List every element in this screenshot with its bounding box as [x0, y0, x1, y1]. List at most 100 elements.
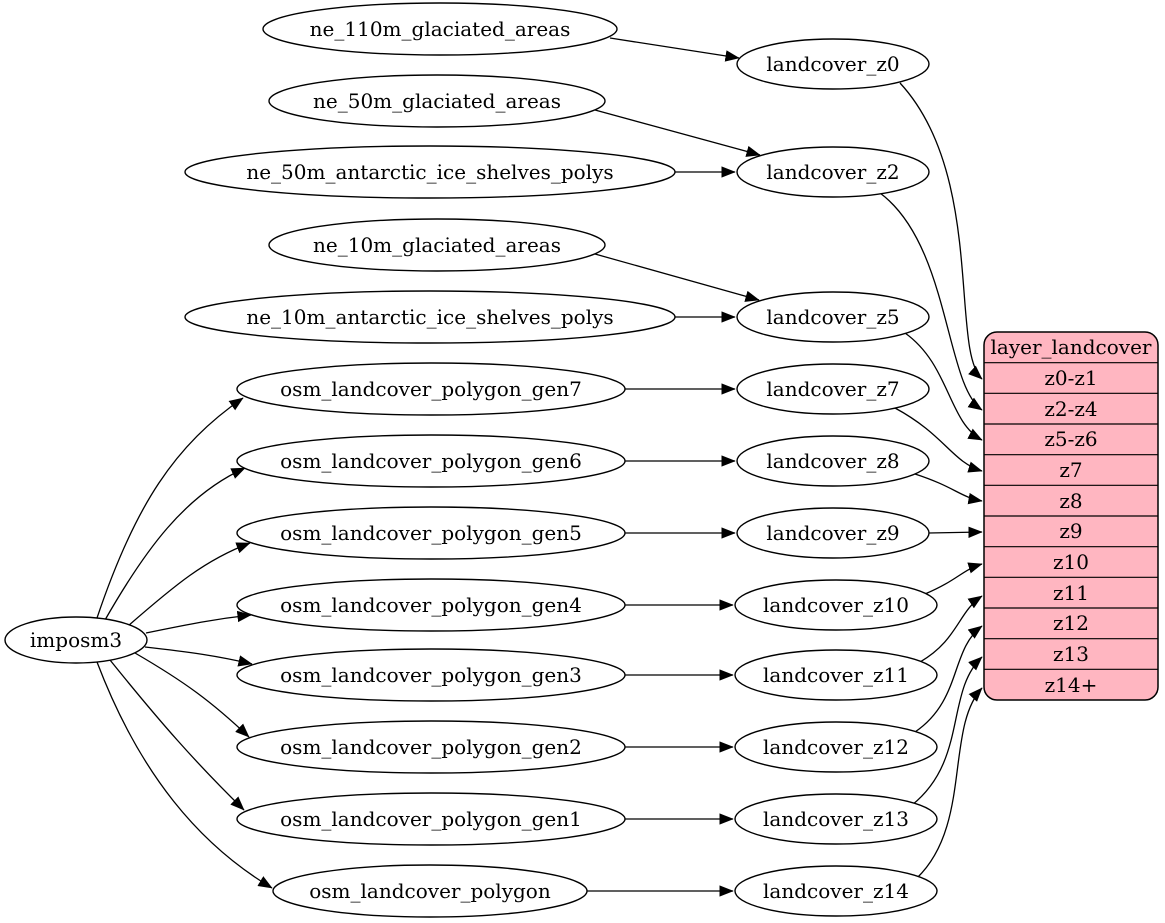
node-landcover-z7: landcover_z7	[736, 363, 930, 415]
node-landcover-z8: landcover_z8	[736, 435, 930, 487]
node-landcover-z10: landcover_z10	[734, 579, 938, 631]
node-osm-landcover-polygon-gen2: osm_landcover_polygon_gen2	[236, 720, 626, 774]
node-ne-10m-antarctic-ice-shelves-polys: ne_10m_antarctic_ice_shelves_polys	[184, 290, 676, 344]
node-osm-landcover-polygon-gen6-label: osm_landcover_polygon_gen6	[280, 449, 582, 473]
node-osm-landcover-polygon-gen1: osm_landcover_polygon_gen1	[236, 792, 626, 846]
node-osm-landcover-polygon-gen4: osm_landcover_polygon_gen4	[236, 578, 626, 632]
edges	[96, 37, 983, 897]
node-osm-landcover-polygon-gen3-label: osm_landcover_polygon_gen3	[280, 663, 582, 687]
node-ne-50m-glaciated-areas-ellipse	[268, 74, 606, 128]
node-osm-landcover-polygon-gen6: osm_landcover_polygon_gen6	[236, 434, 626, 488]
node-landcover-z9-ellipse	[736, 507, 930, 559]
node-osm-landcover-polygon-gen2-label: osm_landcover_polygon_gen2	[280, 735, 582, 759]
edge-ne10m-glaciated-to-z5	[594, 253, 760, 302]
edge-z2-to-row-z2-z4	[879, 192, 983, 411]
node-landcover-z2-ellipse	[736, 146, 930, 198]
node-ne-50m-antarctic-ice-shelves-polys-ellipse	[184, 145, 676, 199]
node-landcover-z13-label: landcover_z13	[763, 807, 909, 831]
node-landcover-z13-ellipse	[734, 793, 938, 845]
node-landcover-z9-label: landcover_z9	[766, 521, 899, 545]
node-landcover-z9: landcover_z9	[736, 507, 930, 559]
edge-imposm3-to-gen7	[96, 397, 244, 619]
node-landcover-z11-ellipse	[734, 649, 938, 701]
layer-landcover-table: layer_landcover z0-z1 z2-z4 z5-z6 z7 z8 …	[983, 331, 1159, 701]
edge-imposm3-to-gen5	[127, 542, 251, 627]
node-ne-110m-glaciated-areas-ellipse	[262, 2, 618, 56]
layer-row-z10: z10	[1053, 550, 1089, 574]
edge-imposm3-to-gen3	[144, 646, 253, 667]
edge-z10-to-row-z10	[924, 562, 983, 595]
edge-z14-to-row-z14	[916, 687, 983, 879]
node-osm-landcover-polygon-gen5-ellipse	[236, 506, 626, 560]
node-ne-50m-glaciated-areas: ne_50m_glaciated_areas	[268, 74, 606, 128]
node-ne-50m-antarctic-ice-shelves-polys: ne_50m_antarctic_ice_shelves_polys	[184, 145, 676, 199]
node-ne-110m-glaciated-areas: ne_110m_glaciated_areas	[262, 2, 618, 56]
node-osm-landcover-polygon-gen5-label: osm_landcover_polygon_gen5	[280, 521, 582, 545]
node-ne-10m-antarctic-ice-shelves-polys-ellipse	[184, 290, 676, 344]
edge-z13-to-row-z13	[911, 656, 983, 806]
node-landcover-z12: landcover_z12	[734, 721, 938, 773]
node-landcover-z14-ellipse	[734, 865, 938, 917]
layer-landcover-table-title: layer_landcover	[991, 335, 1152, 359]
layer-row-z12: z12	[1053, 611, 1089, 635]
node-osm-landcover-polygon-label: osm_landcover_polygon	[309, 879, 551, 903]
edge-z8-to-row-z8	[914, 473, 983, 505]
layer-row-z9: z9	[1059, 519, 1082, 543]
edge-z5-to-row-z5-z6	[904, 332, 983, 441]
node-landcover-z0-label: landcover_z0	[766, 52, 899, 76]
node-osm-landcover-polygon-gen4-ellipse	[236, 578, 626, 632]
node-landcover-z5: landcover_z5	[736, 291, 930, 343]
layer-row-z13: z13	[1053, 642, 1089, 666]
nodes: imposm3 ne_110m_glaciated_areas ne_50m_g…	[4, 2, 938, 918]
node-osm-landcover-polygon-gen5: osm_landcover_polygon_gen5	[236, 506, 626, 560]
edge-imposm3-to-gen4	[145, 610, 252, 634]
node-landcover-z10-label: landcover_z10	[763, 593, 909, 617]
node-ne-10m-glaciated-areas-label: ne_10m_glaciated_areas	[313, 233, 561, 257]
node-osm-landcover-polygon-ellipse	[272, 864, 588, 918]
edge-imposm3-to-gen2	[134, 652, 250, 738]
node-ne-50m-glaciated-areas-label: ne_50m_glaciated_areas	[313, 89, 561, 113]
node-osm-landcover-polygon-gen1-ellipse	[236, 792, 626, 846]
layer-row-z5-z6: z5-z6	[1044, 427, 1097, 451]
node-osm-landcover-polygon-gen2-ellipse	[236, 720, 626, 774]
node-landcover-z11: landcover_z11	[734, 649, 938, 701]
node-osm-landcover-polygon-gen3-ellipse	[236, 648, 626, 702]
layer-row-z2-z4: z2-z4	[1044, 397, 1097, 421]
node-ne-110m-glaciated-areas-label: ne_110m_glaciated_areas	[310, 17, 571, 41]
edge-z9-to-row-z9	[928, 526, 983, 538]
layer-row-z0-z1: z0-z1	[1044, 366, 1097, 390]
layer-row-z8: z8	[1059, 489, 1082, 513]
node-imposm3-ellipse	[4, 616, 148, 664]
node-osm-landcover-polygon-gen7: osm_landcover_polygon_gen7	[236, 362, 626, 416]
node-landcover-z12-label: landcover_z12	[763, 735, 909, 759]
node-landcover-z0: landcover_z0	[736, 38, 930, 90]
edge-ne110m-to-z0	[609, 37, 740, 62]
edge-z7-to-row-z7	[894, 407, 983, 473]
edge-imposm3-to-polygon	[96, 661, 273, 889]
node-landcover-z2-label: landcover_z2	[766, 160, 899, 184]
node-landcover-z7-label: landcover_z7	[766, 377, 899, 401]
node-landcover-z8-label: landcover_z8	[766, 449, 899, 473]
layer-row-z7: z7	[1059, 458, 1082, 482]
node-osm-landcover-polygon-gen7-label: osm_landcover_polygon_gen7	[280, 377, 582, 401]
node-osm-landcover-polygon-gen6-ellipse	[236, 434, 626, 488]
node-landcover-z14-label: landcover_z14	[763, 879, 909, 903]
node-landcover-z12-ellipse	[734, 721, 938, 773]
node-landcover-z14: landcover_z14	[734, 865, 938, 917]
node-imposm3-label: imposm3	[30, 628, 122, 652]
node-landcover-z5-label: landcover_z5	[766, 305, 899, 329]
edge-z0-to-row-z0-z1	[899, 82, 983, 380]
node-osm-landcover-polygon-gen3: osm_landcover_polygon_gen3	[236, 648, 626, 702]
edge-imposm3-to-gen6	[104, 467, 246, 621]
node-landcover-z5-ellipse	[736, 291, 930, 343]
edge-z11-to-row-z11	[919, 595, 983, 663]
node-ne-10m-glaciated-areas-ellipse	[268, 218, 606, 272]
edge-imposm3-to-gen1	[109, 659, 245, 811]
node-landcover-z0-ellipse	[736, 38, 930, 90]
edge-ne50m-glaciated-to-z2	[594, 109, 761, 157]
layer-row-z11: z11	[1053, 581, 1089, 605]
node-ne-10m-antarctic-ice-shelves-polys-label: ne_10m_antarctic_ice_shelves_polys	[246, 305, 613, 329]
node-landcover-z10-ellipse	[734, 579, 938, 631]
